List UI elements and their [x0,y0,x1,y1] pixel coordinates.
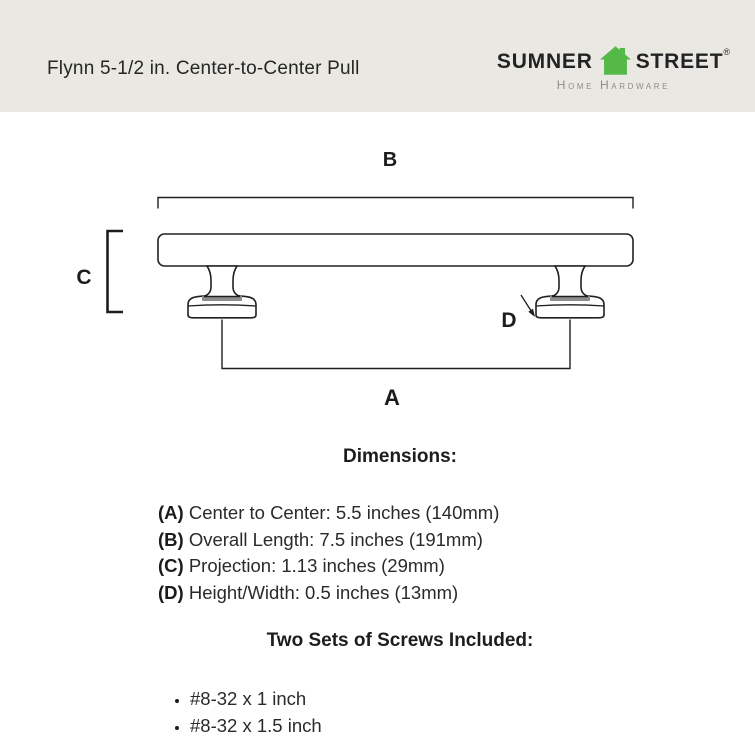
spec-content: Dimensions: (A) Center to Center: 5.5 in… [105,446,695,739]
logo-tagline: Home Hardware [556,78,671,92]
screw-size: #8-32 x 1.5 inch [190,715,322,736]
dimension-key: (A) [158,502,184,523]
right-base-rim [535,304,605,307]
logo-word-street: STREET [635,49,724,73]
right-post [551,265,589,298]
dimensions-list: (A) Center to Center: 5.5 inches (140mm)… [158,500,695,606]
dimension-item-c: (C) Projection: 1.13 inches (29mm) [158,553,695,580]
dim-line-b [157,196,634,209]
brand-logo-row: SUMNER STREET ® [497,46,730,77]
dimensions-heading: Dimensions: [342,446,458,467]
dimension-item-b: (B) Overall Length: 7.5 inches (191mm) [158,527,695,554]
dimension-item-a: (A) Center to Center: 5.5 inches (140mm) [158,500,695,527]
pull-bar [157,233,634,267]
leader-line-d [520,294,533,312]
screw-list: #8-32 x 1 inch #8-32 x 1.5 inch [105,685,695,739]
dimension-key: (D) [158,581,184,603]
dimension-item-d: (D) Height/Width: 0.5 inches (13mm) [158,580,695,607]
brand-logo: SUMNER STREET ® Home Hardware [497,46,730,92]
dimension-value: Overall Length: 7.5 inches (191mm) [188,528,483,550]
dimension-value: Projection: 1.13 inches (29mm) [188,555,445,576]
product-diagram: B C D A [0,112,755,422]
dimension-key: (C) [158,555,184,576]
dimension-value: Center to Center: 5.5 inches (140mm) [188,502,500,523]
list-item-screw-1: #8-32 x 1 inch [190,685,695,712]
house-icon-shape [599,46,631,75]
registered-mark: ® [723,47,730,57]
logo-word-sumner: SUMNER [496,49,593,73]
house-icon [599,46,631,75]
list-item-screw-2: #8-32 x 1.5 inch [190,712,695,739]
dim-line-a [221,319,571,370]
dimension-label-a: A [384,385,400,410]
bracket-c [106,229,123,314]
product-header: Flynn 5-1/2 in. Center-to-Center Pull SU… [0,0,755,112]
screw-size: #8-32 x 1 inch [190,688,307,709]
dimension-label-d: D [501,309,516,332]
dimension-label-b: B [383,149,397,171]
leader-arrowhead-d [528,308,535,317]
dimension-value: Height/Width: 0.5 inches (13mm) [188,581,459,603]
left-post [203,265,241,298]
page-title: Flynn 5-1/2 in. Center-to-Center Pull [47,58,360,79]
left-base-rim [187,304,257,307]
dimension-key: (B) [158,528,184,550]
screws-heading: Two Sets of Screws Included: [266,630,534,651]
dimension-label-c: C [76,266,91,289]
